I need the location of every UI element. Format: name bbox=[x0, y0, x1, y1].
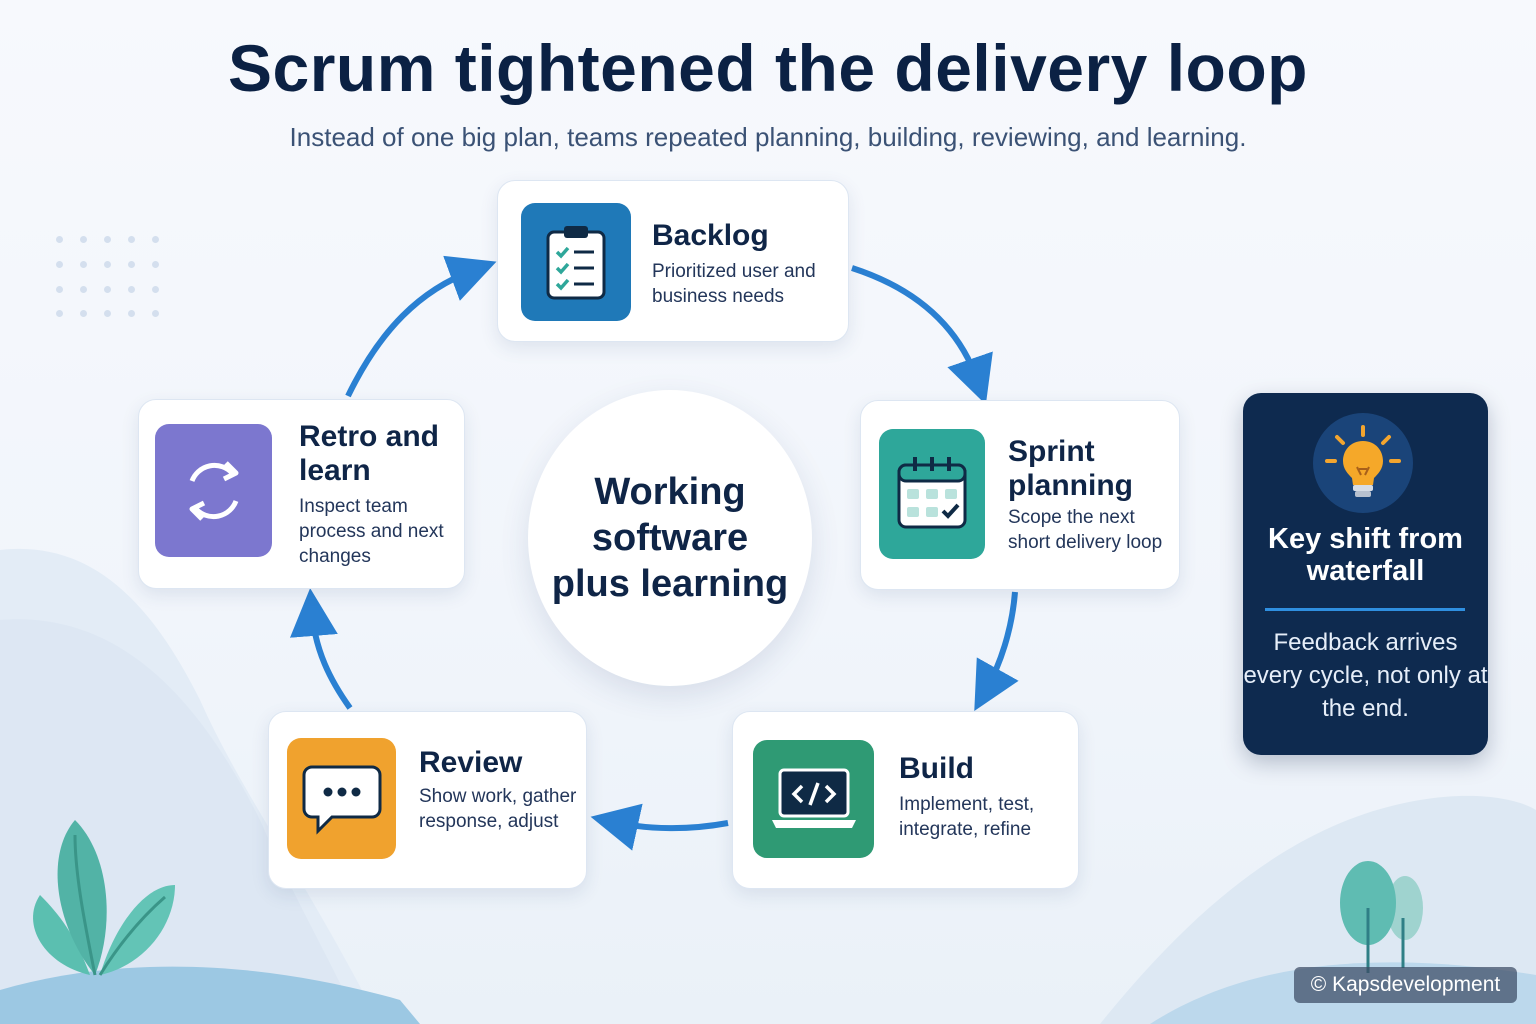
decorative-dots bbox=[56, 236, 166, 320]
step-card-build: Build Implement, test, integrate, refine bbox=[732, 711, 1079, 889]
step-description: Implement, test, integrate, refine bbox=[899, 794, 1035, 840]
page-title: Scrum tightened the delivery loop bbox=[227, 31, 1308, 105]
panel-description: Feedback arrives every cycle, not only a… bbox=[1243, 629, 1488, 722]
tree-illustration bbox=[1340, 861, 1423, 973]
step-title: Review bbox=[419, 746, 523, 779]
clipboard-checklist-icon bbox=[521, 203, 631, 321]
laptop-code-icon bbox=[753, 740, 874, 858]
step-card-backlog: Backlog Prioritized user and business ne… bbox=[497, 180, 849, 342]
chat-bubble-icon bbox=[287, 738, 396, 859]
page-subtitle: Instead of one big plan, teams repeated … bbox=[289, 122, 1247, 152]
step-card-review: Review Show work, gather response, adjus… bbox=[268, 711, 587, 889]
center-label: Working software plus learning bbox=[551, 471, 789, 605]
step-description: Show work, gather response, adjust bbox=[419, 786, 577, 832]
step-title: Build bbox=[899, 752, 974, 785]
step-description: Prioritized user and business needs bbox=[652, 261, 816, 307]
step-title: Retro and learn bbox=[299, 420, 440, 487]
step-description: Inspect team process and next changes bbox=[299, 496, 444, 567]
step-title: Sprint planning bbox=[1008, 435, 1133, 502]
cycle-arrows-icon bbox=[155, 424, 272, 557]
lightbulb-icon bbox=[1313, 413, 1413, 513]
credit-badge: © Kapsdevelopment bbox=[1294, 967, 1517, 1003]
step-description: Scope the next short delivery loop bbox=[1008, 507, 1163, 553]
center-outcome: Working software plus learning bbox=[528, 390, 812, 686]
panel-title: Key shift from waterfall bbox=[1268, 523, 1463, 587]
step-title: Backlog bbox=[652, 219, 769, 252]
key-shift-panel: Key shift from waterfall Feedback arrive… bbox=[1243, 393, 1488, 755]
calendar-check-icon bbox=[879, 429, 985, 559]
panel-divider bbox=[1265, 608, 1465, 611]
step-card-sprint-planning: Sprint planning Scope the next short del… bbox=[860, 400, 1180, 590]
plant-illustration bbox=[33, 820, 175, 976]
step-card-retro: Retro and learn Inspect team process and… bbox=[138, 399, 465, 589]
